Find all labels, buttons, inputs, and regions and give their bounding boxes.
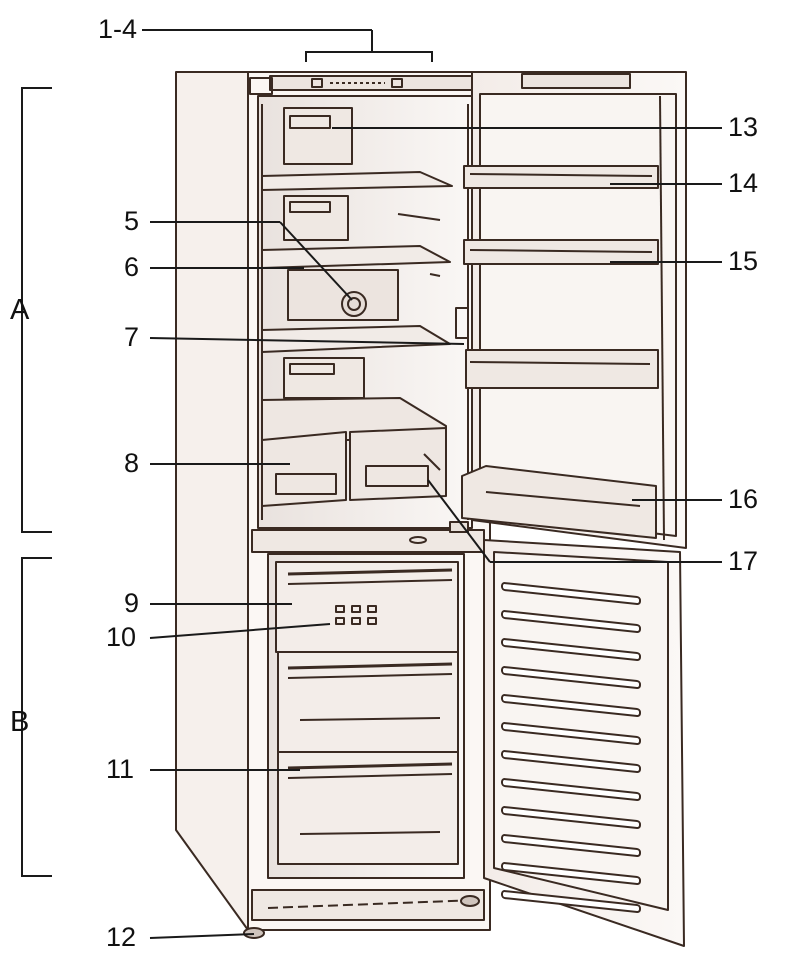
callout-11: 11 — [106, 754, 135, 784]
section-label-a: A — [10, 294, 30, 326]
freezer-door-rib — [501, 862, 641, 885]
callout-1-4-bracket — [305, 51, 433, 62]
freezer-compartment — [267, 553, 465, 879]
freezer-door-rib — [501, 582, 641, 605]
glass-shelves — [261, 171, 453, 353]
callout-17: 17 — [728, 546, 759, 576]
freezer-door-rib — [501, 694, 641, 717]
callout-13: 13 — [728, 112, 759, 142]
crisper-drawers — [261, 397, 447, 507]
leader-7 — [149, 337, 465, 345]
plinth-and-feet — [243, 889, 485, 939]
compartment-divider — [251, 521, 485, 553]
callout-1-4: 1-4 — [98, 14, 138, 44]
callout-10: 10 — [106, 622, 137, 652]
section-b-bracket — [21, 557, 52, 877]
callout-7: 7 — [124, 322, 140, 352]
callout-15: 15 — [728, 246, 759, 276]
leader-10 — [149, 623, 331, 639]
callout-8: 8 — [124, 448, 140, 478]
section-brackets — [21, 51, 433, 877]
fridge-door — [471, 71, 687, 549]
callout-12: 12 — [106, 922, 137, 952]
freezer-door-rib — [501, 778, 641, 801]
leader-lines — [142, 29, 722, 939]
freezer-door-rib — [501, 722, 641, 745]
freezer-door-rib — [501, 750, 641, 773]
callout-5: 5 — [124, 206, 140, 236]
section-label-b: B — [10, 706, 30, 738]
freezer-door-rib — [501, 610, 641, 633]
freezer-door — [483, 539, 685, 947]
freezer-door-rib — [501, 666, 641, 689]
leader-12 — [149, 933, 255, 939]
callout-6: 6 — [124, 252, 140, 282]
freezer-door-rib — [501, 638, 641, 661]
leader-5-diag — [279, 221, 353, 301]
callout-14: 14 — [728, 168, 759, 198]
callout-9: 9 — [124, 588, 140, 618]
freezer-door-rib — [501, 806, 641, 829]
section-a-bracket — [21, 87, 52, 533]
callout-16: 16 — [728, 484, 759, 514]
leader-17 — [427, 479, 491, 563]
door-racks — [461, 165, 659, 539]
freezer-door-rib — [501, 890, 641, 913]
freezer-door-rib — [501, 834, 641, 857]
control-panel — [249, 73, 489, 95]
